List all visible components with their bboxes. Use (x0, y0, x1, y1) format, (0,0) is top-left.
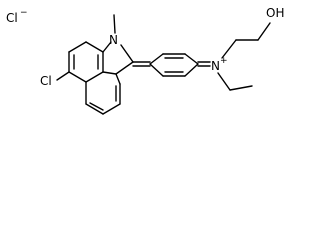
bond-five-ring-fusion (102, 71, 117, 75)
bond-lower-ring-to-five-ring (115, 73, 121, 85)
hydroxyl-label: OH (266, 6, 284, 20)
bond-upper-ring-lower-left (68, 71, 87, 83)
bond-lower-ring-bottom-left (85, 103, 104, 115)
bond-lower-ring-bottom-right (102, 103, 121, 115)
bond-n-ch2 (221, 39, 237, 59)
iminium-nitrogen-label: N (211, 59, 220, 73)
structure-canvas: Cl − N Cl N + OH (6, 6, 284, 115)
bond-ring-fusion-lower (85, 71, 104, 83)
bond-ch2-oh (257, 22, 271, 41)
bond-c-to-n (102, 41, 112, 53)
ring-nitrogen-label: N (109, 33, 118, 47)
bond-ethyl-ch3 (229, 85, 253, 91)
bond-c-cl (56, 71, 70, 81)
bond-n-to-ylidene-carbon (120, 44, 134, 63)
chemical-structure-diagram: Cl − N Cl N + OH (6, 6, 284, 115)
bond-five-ring (115, 61, 134, 75)
chloro-substituent-label: Cl (40, 74, 52, 88)
bond-upper-ring-top (68, 41, 87, 53)
bond-n-methyl (113, 14, 116, 34)
bond-lower-ring-bottom-left-double (89, 102, 104, 111)
chloride-charge-label: − (20, 8, 28, 18)
bond-n-ethyl (217, 72, 231, 91)
bond-quinoid-1 (149, 53, 164, 65)
bond-quinoid-6 (149, 63, 164, 77)
bond-quinoid-3 (184, 53, 199, 65)
bond-quinoid-4 (184, 63, 199, 77)
iminium-charge-label: + (220, 56, 228, 66)
chloride-ion-label: Cl (6, 11, 18, 25)
bond-upper-ring-top-right (85, 41, 104, 53)
